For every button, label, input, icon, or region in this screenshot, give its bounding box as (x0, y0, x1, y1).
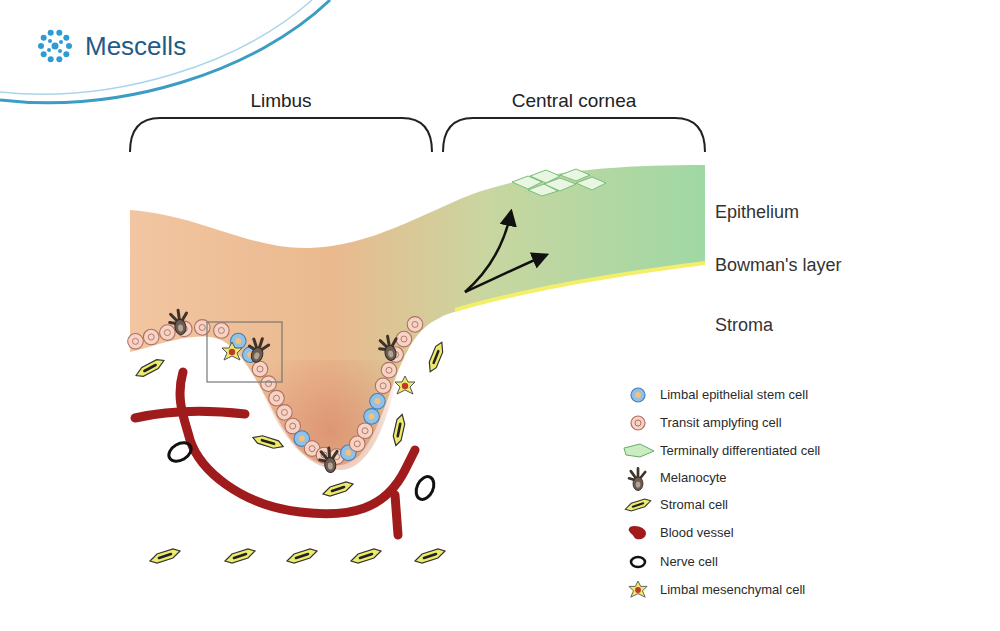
transit-cell (252, 361, 268, 377)
legend-text: Nerve cell (660, 555, 718, 570)
stromal-cell (421, 341, 451, 373)
stromal-cell (150, 549, 180, 563)
transit-cell (160, 325, 176, 341)
legend-text: Terminally differentiated cell (660, 444, 820, 459)
niche-box (207, 322, 282, 382)
legend-text: Limbal mesenchymal cell (660, 583, 805, 598)
legend-text: Melanocyte (660, 471, 726, 486)
transit-cell (375, 378, 391, 394)
logo-swoosh (0, 0, 330, 103)
stem-cell (370, 394, 386, 410)
layer-label: Stroma (715, 315, 773, 336)
stromal-cell (385, 414, 412, 447)
differentiated-cells (512, 169, 606, 196)
legend-text: Limbal epithelial stem cell (660, 388, 808, 403)
region-label: Central cornea (512, 90, 637, 112)
transit-cell (269, 390, 285, 406)
transit-cell (214, 323, 230, 339)
transit-cell (357, 423, 373, 439)
nerve-cell (413, 474, 438, 503)
bracket (130, 118, 432, 152)
transit-cell (277, 405, 293, 421)
basal-cells (128, 317, 423, 465)
migration-arrow (465, 255, 546, 292)
stromal-cell (323, 482, 353, 496)
stromal-cell (134, 359, 166, 378)
nerve-cell (166, 439, 195, 465)
transit-cell (407, 317, 423, 333)
stromal-cell (287, 549, 317, 563)
bowmans-layer (455, 263, 705, 310)
legend-samples (624, 388, 654, 597)
layer-label: Epithelium (715, 202, 799, 223)
melanocyte (378, 335, 400, 362)
blood-vessel (135, 372, 415, 535)
logo-text: Mescells (85, 32, 186, 62)
stromal-cell (415, 549, 445, 563)
stromal-cell (225, 549, 255, 563)
logo-icon (38, 30, 72, 63)
layer-label: Bowman's layer (715, 255, 841, 276)
logo-swoosh-inner (0, 0, 312, 94)
legend-text: Transit amplyfing cell (660, 416, 782, 431)
differentiation-arrow (465, 212, 511, 292)
mesenchymal-cell (395, 376, 415, 394)
transit-cell (128, 334, 144, 350)
crypt-shade (250, 360, 400, 470)
stem-cell (364, 409, 380, 425)
legend-text: Blood vessel (660, 526, 734, 541)
legend-text: Stromal cell (660, 498, 728, 513)
transit-cell (381, 362, 397, 378)
melanocyte (319, 447, 339, 473)
transit-cell (261, 376, 277, 392)
region-label: Limbus (250, 90, 311, 112)
epithelium-layer (130, 165, 705, 466)
transit-cell (143, 329, 159, 345)
melanocyte (245, 336, 270, 365)
transit-cell (396, 331, 412, 347)
mesenchymal-cell (222, 342, 242, 360)
melanocyte (168, 309, 189, 336)
bracket (443, 118, 705, 152)
stromal-cell (351, 549, 381, 563)
stromal-cell (252, 428, 285, 457)
